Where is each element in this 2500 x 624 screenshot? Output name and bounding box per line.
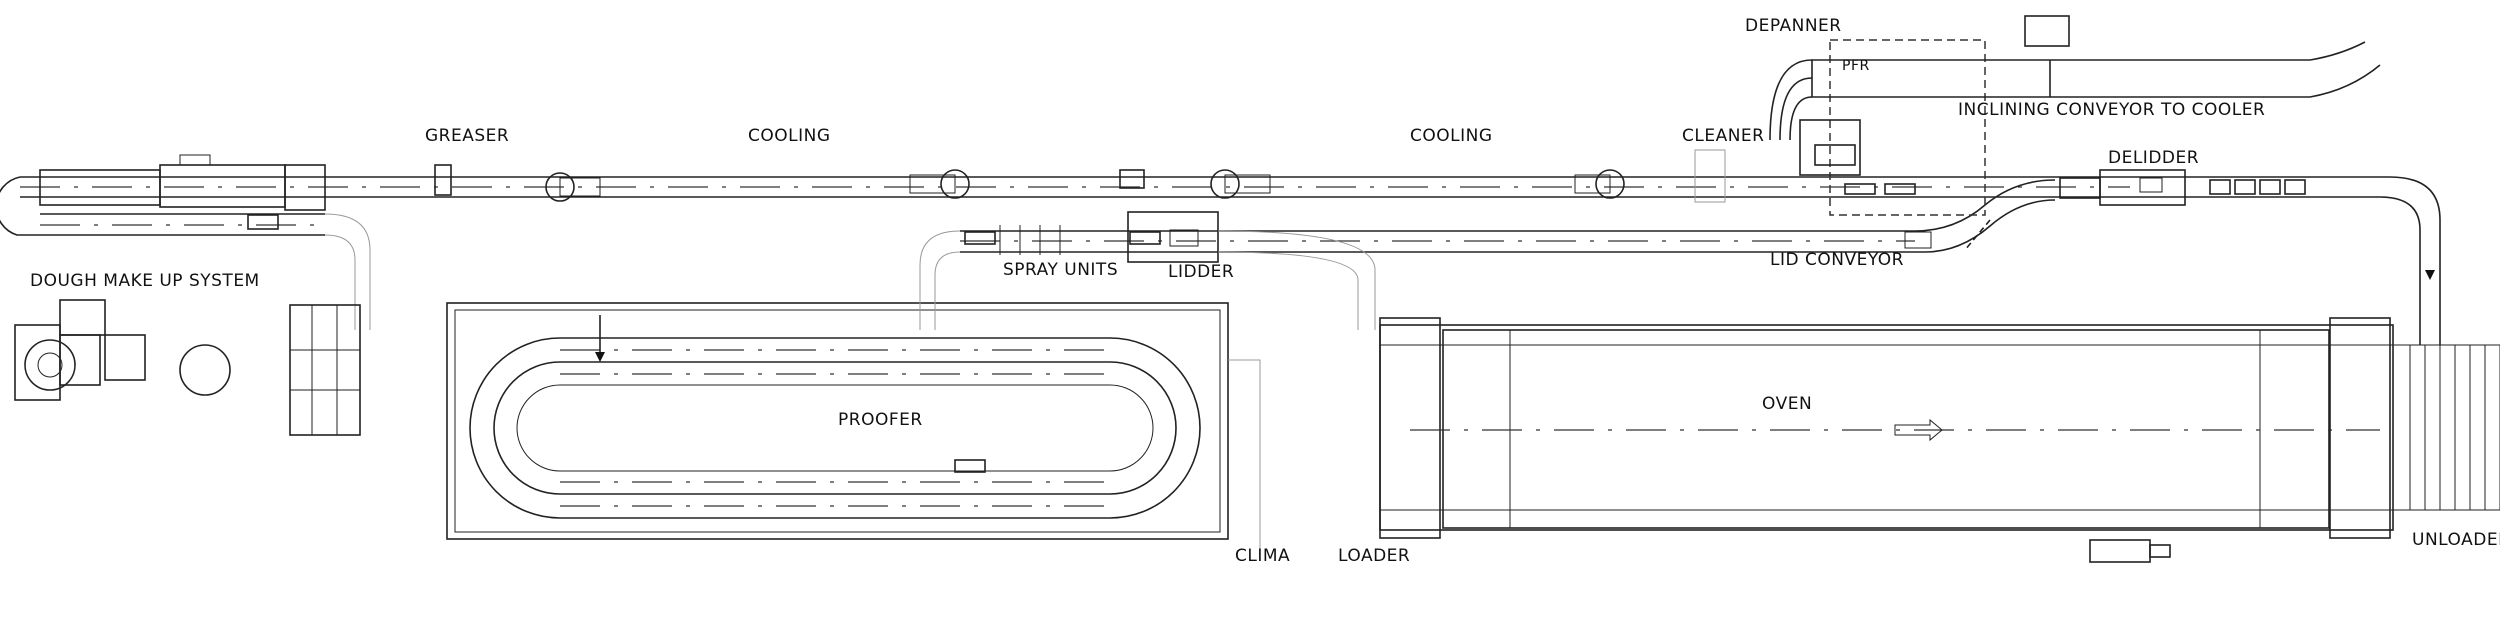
label-unloader: UNLOADER — [2412, 530, 2500, 550]
proofer — [446, 302, 1261, 560]
label-inclining-conveyor: INCLINING CONVEYOR TO COOLER — [1958, 100, 2266, 120]
dough-make-up-machine — [14, 154, 361, 436]
label-lid-conveyor: LID CONVEYOR — [1770, 250, 1904, 270]
label-clima: CLIMA — [1235, 546, 1291, 566]
label-cooling-2: COOLING — [1410, 126, 1493, 146]
delidder — [2059, 169, 2441, 345]
label-lidder: LIDDER — [1168, 262, 1235, 282]
label-pfr: PFR — [1842, 58, 1870, 74]
label-loader: LOADER — [1338, 546, 1411, 566]
label-greaser: GREASER — [425, 126, 510, 146]
oven — [1379, 317, 2500, 563]
label-spray-units: SPRAY UNITS — [1003, 260, 1119, 280]
label-depanner: DEPANNER — [1745, 16, 1842, 36]
depanner — [1769, 15, 2381, 251]
label-delidder: DELIDDER — [2108, 148, 2200, 168]
label-proofer: PROOFER — [838, 410, 923, 430]
lid-conveyor — [919, 179, 2056, 330]
label-dough-make-up: DOUGH MAKE UP SYSTEM — [30, 271, 260, 291]
label-cooling-1: COOLING — [748, 126, 831, 146]
label-oven: OVEN — [1762, 394, 1813, 414]
label-cleaner: CLEANER — [1682, 126, 1765, 146]
cooling-units — [247, 149, 1726, 230]
